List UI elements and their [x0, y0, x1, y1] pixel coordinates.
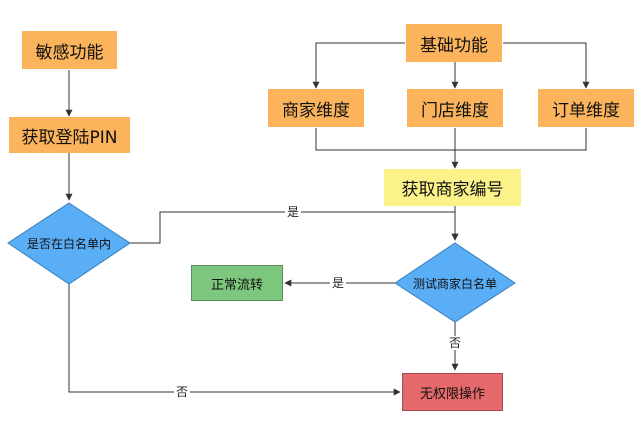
node-get-merchant-id-label: 获取商家编号: [401, 180, 504, 200]
edge-label-whitelist-yes: 是: [285, 205, 302, 219]
node-in-whitelist-check: 是否在白名单内: [8, 233, 130, 253]
node-get-login-pin-label: 获取登陆PIN: [21, 127, 118, 148]
diamond-test-whitelist: [394, 242, 516, 323]
node-normal-flow: 正常流转: [191, 265, 283, 301]
node-test-merchant-whitelist-label: 测试商家白名单: [412, 276, 497, 291]
edge-check-yes: [130, 211, 459, 244]
diamond-whitelist-check: [7, 202, 131, 285]
edge-dimensions-merge: [315, 128, 587, 151]
edge-label-test-no: 否: [447, 336, 464, 350]
node-basic-function: 基础功能: [406, 24, 502, 62]
node-merchant-dimension-label: 商家维度: [282, 100, 350, 121]
node-sensitive-function-label: 敏感功能: [35, 42, 104, 63]
node-get-merchant-id: 获取商家编号: [384, 169, 521, 206]
edge-label-whitelist-no: 否: [174, 385, 191, 399]
node-store-dimension: 门店维度: [407, 89, 503, 127]
node-get-login-pin: 获取登陆PIN: [9, 117, 130, 153]
edge-label-test-yes: 是: [330, 276, 347, 290]
node-in-whitelist-check-label: 是否在白名单内: [26, 236, 111, 251]
node-order-dimension-label: 订单维度: [552, 100, 620, 121]
node-no-permission-label: 无权限操作: [419, 386, 485, 402]
node-test-merchant-whitelist: 测试商家白名单: [395, 273, 515, 293]
edge-basic-branches: [315, 42, 405, 88]
node-sensitive-function: 敏感功能: [22, 31, 117, 69]
node-no-permission: 无权限操作: [402, 373, 503, 411]
edge-check-no: [68, 284, 401, 396]
node-normal-flow-label: 正常流转: [210, 277, 263, 293]
node-merchant-dimension: 商家维度: [268, 89, 364, 127]
node-order-dimension: 订单维度: [538, 89, 634, 127]
node-store-dimension-label: 门店维度: [421, 100, 489, 121]
node-basic-function-label: 基础功能: [420, 35, 488, 56]
